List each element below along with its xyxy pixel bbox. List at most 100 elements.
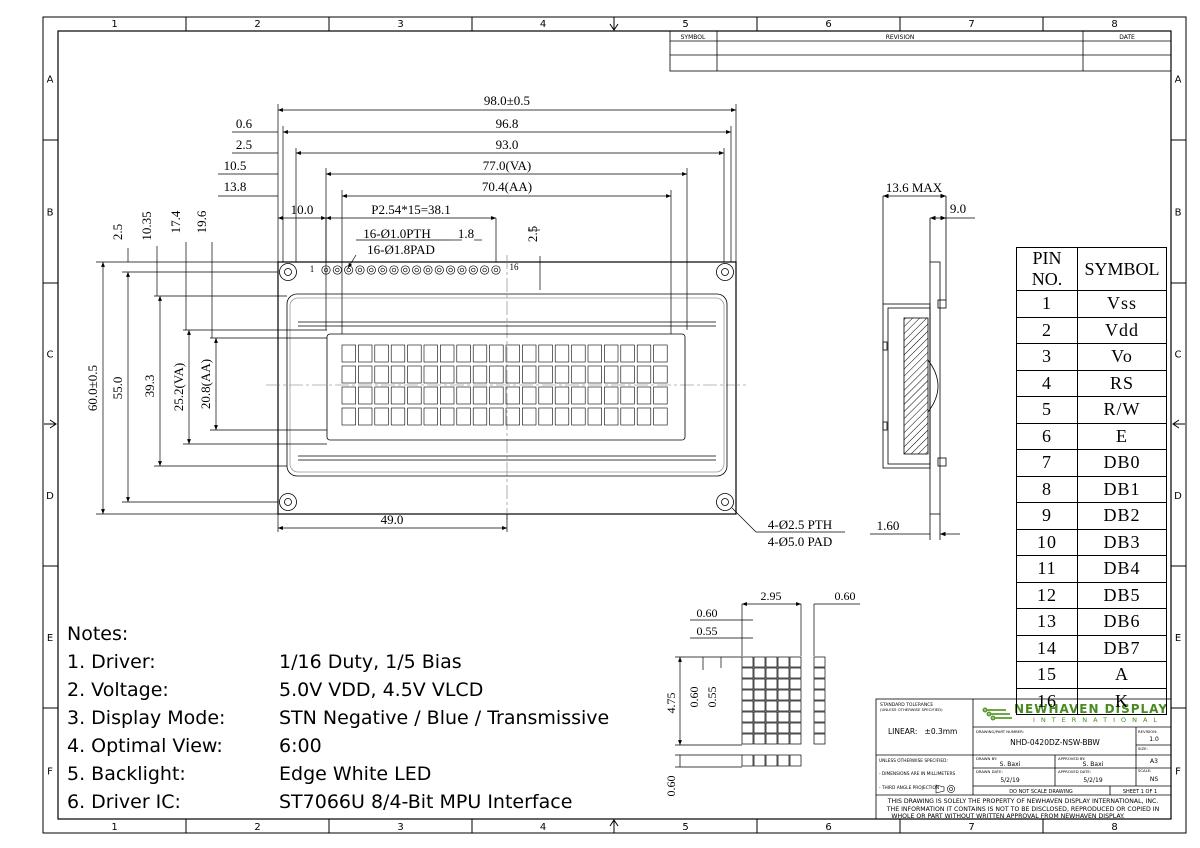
char-cell [620, 386, 635, 405]
char-cell [440, 344, 455, 363]
pin-number: 15 [1016, 661, 1078, 689]
char-cell [653, 407, 668, 426]
dim-pin-pth: 16-Ø1.0PTH [363, 226, 431, 241]
center-mark-top [609, 18, 619, 31]
char-dot [789, 656, 802, 668]
pin-hole [335, 267, 340, 273]
side-dim-9-0: 9.0 [950, 201, 966, 216]
note-value: 6:00 [279, 735, 322, 757]
char-cell [358, 365, 373, 384]
revision-block [669, 30, 1172, 72]
zone-row-label-right: E [1175, 633, 1181, 644]
char-dot [753, 700, 766, 712]
pin-pad [378, 265, 388, 275]
char-dim-0-55-top: 0.55 [697, 624, 718, 638]
char-cell [423, 407, 438, 426]
pin-hole [403, 267, 408, 273]
pin-symbol: Vo [1077, 343, 1167, 371]
pin-pad [355, 265, 365, 275]
pin-hole [425, 267, 431, 273]
pin-number: 8 [1016, 475, 1078, 503]
pin-hole [369, 267, 374, 273]
vertical-dim-labels: 60.0±0.5 55.0 39.3 25.2(VA) 20.8(AA) 2.5… [85, 210, 213, 411]
zone-col-label-top: 7 [968, 19, 974, 30]
lcd-glass-hatched [903, 317, 929, 455]
char-cell [587, 386, 602, 405]
dim-height-outer: 60.0±0.5 [85, 365, 100, 411]
third-angle-icon [935, 784, 955, 794]
char-cell [554, 344, 570, 363]
char-dot-next [813, 711, 826, 723]
pin-hole [346, 267, 351, 273]
pin-pad [491, 265, 501, 275]
char-dim-4-75: 4.75 [664, 693, 678, 714]
front-view: 1 16 [266, 255, 746, 520]
zone-row-label-left: B [47, 208, 54, 219]
pin-number: 3 [1016, 343, 1078, 371]
char-cell [390, 365, 406, 384]
pin-pad [468, 265, 478, 275]
zone-col-label-bottom: 2 [254, 822, 260, 833]
char-dot-next [813, 667, 826, 679]
char-cell [440, 365, 455, 384]
char-cell [571, 365, 586, 384]
tb-disclaimer-2: THE INFORMATION IT CONTAINS IS NOT TO BE… [886, 806, 1160, 813]
dim-top-v-2-5: 2.5 [110, 224, 125, 240]
dim-width-93-0: 93.0 [496, 137, 519, 152]
char-cell [538, 344, 553, 363]
char-dot [741, 667, 754, 679]
tb-size-label: SIZE: [1138, 746, 1148, 751]
dim-pin-pitch: P2.54*15=38.1 [371, 202, 451, 217]
char-cell [472, 386, 488, 405]
char-cell [374, 407, 389, 426]
char-dot-next [813, 722, 826, 734]
char-cursor-dot [789, 754, 802, 767]
zone-row-label-left: D [46, 491, 54, 502]
dim-offset-0-6: 0.6 [236, 116, 253, 131]
pin-symbol: DB7 [1077, 634, 1167, 662]
char-cell [522, 407, 537, 426]
char-dot-next [813, 689, 826, 701]
pin-hole [482, 267, 487, 273]
char-dot [789, 700, 802, 712]
char-dot [789, 678, 802, 690]
char-cell [341, 407, 356, 426]
char-dot [777, 667, 790, 679]
note-value: STN Negative / Blue / Transmissive [279, 707, 610, 729]
zone-col-label-bottom: 7 [968, 822, 974, 833]
tb-sheet: SHEET 1 OF 1 [1123, 789, 1157, 795]
char-dot [753, 722, 766, 734]
tb-part-number: NHD-0420DZ-NSW-BBW [1010, 738, 1100, 747]
dim-top-v-19-6: 19.6 [194, 210, 209, 233]
zone-row-label-left: F [47, 767, 53, 778]
char-cell [374, 386, 389, 405]
dim-top-v-17-4: 17.4 [168, 210, 183, 233]
char-dot [777, 700, 790, 712]
char-dot [741, 678, 754, 690]
char-cell [456, 386, 471, 405]
char-cell [653, 365, 668, 384]
tb-approved-label: APPROVED BY: [1058, 756, 1085, 761]
char-dot [741, 656, 754, 668]
pin-16-label: 16 [510, 262, 520, 272]
char-cell [407, 344, 422, 363]
pin-symbol: DB4 [1077, 555, 1167, 583]
char-dot [741, 711, 754, 723]
dim-top-v-10-35: 10.35 [139, 211, 154, 240]
dim-height-aa: 20.8(AA) [198, 359, 213, 409]
char-cell [604, 407, 619, 426]
tb-approved-date-label: APPROVED DATE: [1058, 769, 1091, 774]
revision-label: REVISION [886, 34, 915, 41]
tb-std-tolerance-sub: (UNLESS OTHERWISE SPECIFIED) [880, 707, 943, 712]
char-cell [374, 365, 389, 384]
note-item: 2. Voltage:5.0V VDD, 4.5V VLCD [67, 676, 667, 704]
